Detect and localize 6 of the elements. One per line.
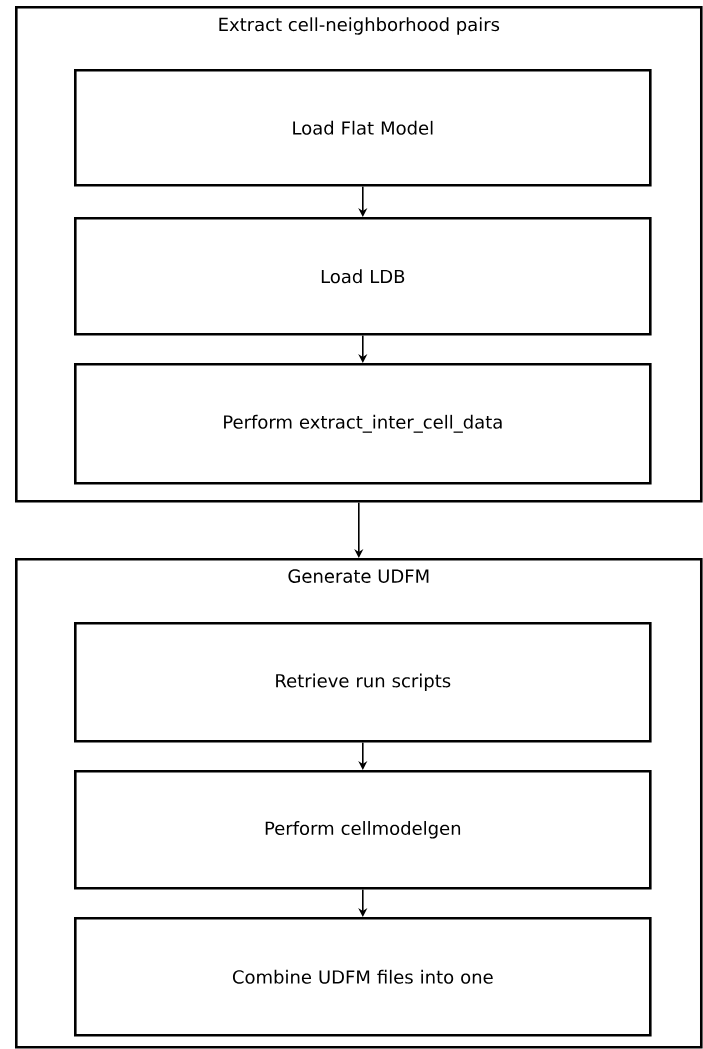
process-box: Retrieve run scripts [74,622,652,743]
process-box: Perform cellmodelgen [74,770,652,890]
process-box: Perform extract_inter_cell_data [74,363,652,485]
process-box: Combine UDFM files into one [74,917,652,1037]
process-box: Load LDB [74,217,652,336]
process-box: Load Flat Model [74,69,652,187]
